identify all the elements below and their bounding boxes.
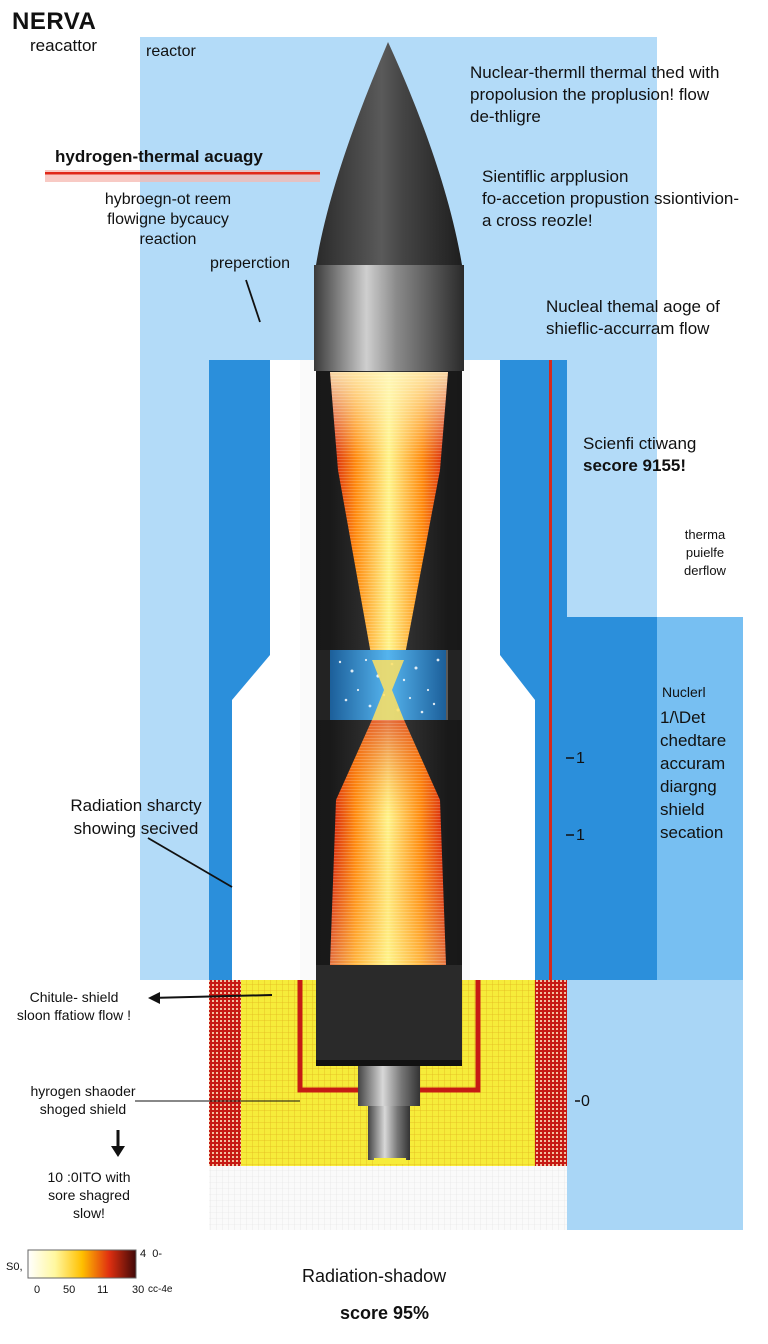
left-arrow bbox=[149, 994, 273, 999]
preperction-label: preperction bbox=[210, 255, 291, 272]
tick-label-3: 0 bbox=[581, 1093, 590, 1110]
nose-collar bbox=[314, 265, 464, 371]
score-label: Radiation-shadow bbox=[302, 1266, 447, 1286]
nucleal-note: Nucleal themal aoge of shieflic-accurram… bbox=[546, 297, 720, 338]
blue-housing-right-strip bbox=[567, 617, 657, 980]
colorbar bbox=[27, 1249, 137, 1279]
flow-note: hybroegn-ot reem flowigne bycaucy reacti… bbox=[104, 191, 232, 248]
nuclear-thermal-note: Nuclear-thermll thermal thed with propol… bbox=[470, 63, 720, 126]
score-value: score 95% bbox=[340, 1303, 430, 1323]
colorbar-tick-0: 0 bbox=[34, 1284, 41, 1296]
colorbar-tick-3: 30 bbox=[132, 1284, 145, 1296]
diagram-title: NERVA bbox=[12, 8, 97, 35]
colorbar-tick-1: 50 bbox=[63, 1284, 76, 1296]
scientific-note: Sientiflic arpplusion fo-accetion propus… bbox=[482, 167, 740, 230]
accuracy-heading: hydrogen-thermal acuagy bbox=[55, 147, 263, 166]
hyrogen-shadow-note: hyrogen shaoder shoged shield bbox=[30, 1083, 136, 1117]
nose-cone bbox=[316, 42, 462, 265]
nozzle-upper bbox=[358, 1066, 420, 1106]
scienfi-label: Scienfi ctiwang bbox=[583, 434, 697, 453]
colorbar-tick-2: 11 bbox=[97, 1284, 109, 1296]
nozzle-lower bbox=[368, 1106, 410, 1160]
red-marker-line bbox=[549, 360, 552, 980]
tick-label-1: 1 bbox=[576, 750, 585, 767]
accuracy-accent-bar bbox=[45, 170, 320, 182]
reactor-label: reactor bbox=[146, 43, 196, 60]
colorbar-right-top: 4 0- bbox=[140, 1248, 163, 1260]
tick-label-2: 1 bbox=[576, 827, 585, 844]
chitule-note: Chitule- shield sloon ffatiow flow ! bbox=[16, 989, 132, 1023]
right-block-note: 1/\Det chedtare accuram diargng shield s… bbox=[660, 708, 727, 842]
diagram-subtitle: reacattor bbox=[30, 36, 98, 55]
radiation-note: Radiation sharcty showing secived bbox=[70, 796, 202, 838]
nuclerl-label: Nuclerl bbox=[662, 684, 706, 700]
ten-otto-note: 10 :0ITO with sore shagred slow! bbox=[47, 1169, 131, 1221]
therma-note: therma puielfe derflow bbox=[684, 527, 726, 578]
score-side-label: secore 9155! bbox=[583, 456, 687, 475]
bottom-blue-panel bbox=[567, 980, 743, 1230]
colorbar-left-label: S0, bbox=[6, 1261, 23, 1273]
base-plate bbox=[209, 1166, 567, 1230]
colorbar-end-label: cc-4e bbox=[148, 1284, 173, 1295]
